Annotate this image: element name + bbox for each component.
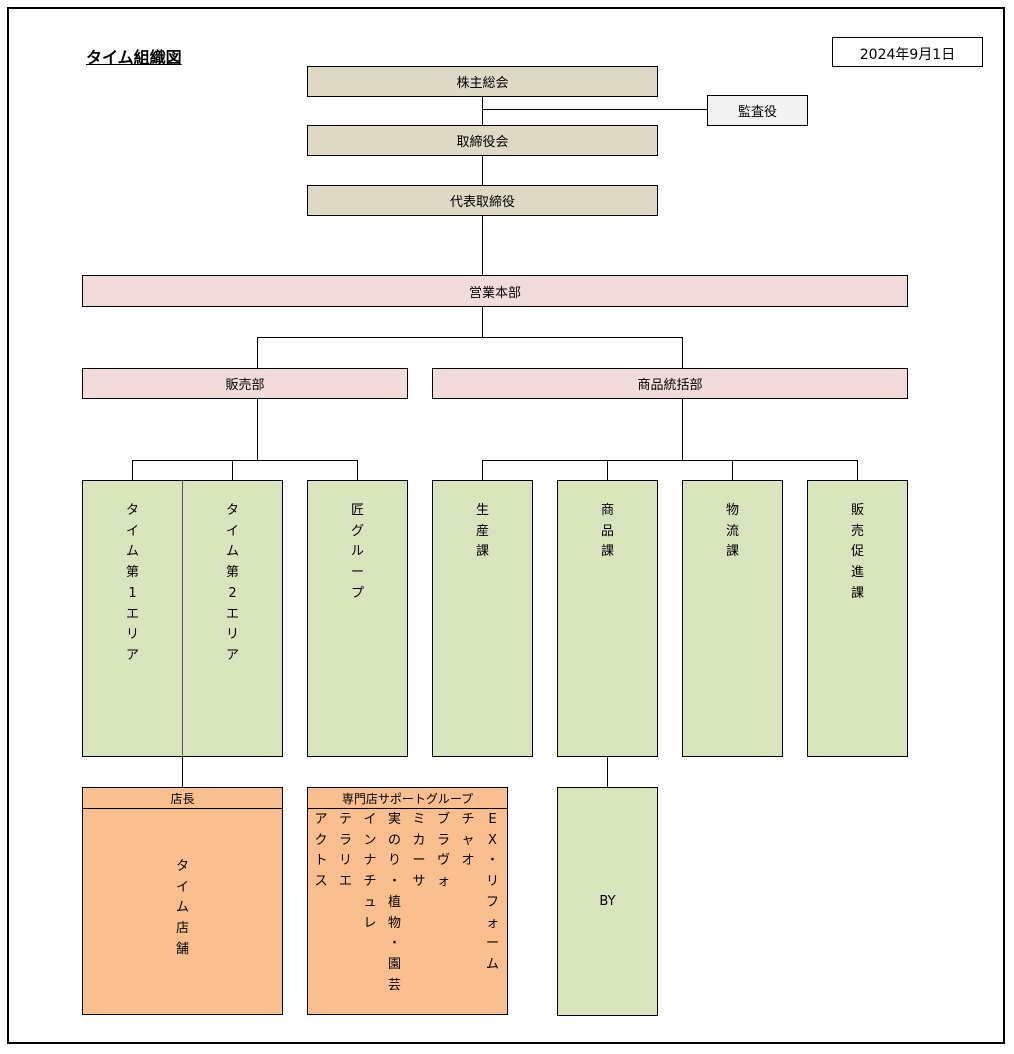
node-board: 取締役会 <box>307 125 658 156</box>
node-ceo: 代表取締役 <box>307 185 658 216</box>
support-member: テラリエ <box>338 812 352 890</box>
connector-line <box>482 460 483 480</box>
page-title: タイム組織図 <box>86 48 182 67</box>
node-merchandise-label: 商品課 <box>600 503 614 560</box>
node-by: BY <box>557 787 658 1016</box>
node-support-members <box>307 808 508 1015</box>
connector-line <box>732 460 733 480</box>
node-stores-label: タイム店舗 <box>175 859 189 957</box>
node-auditor: 監査役 <box>707 95 808 126</box>
support-member: 実のり・植物・園芸 <box>387 812 401 993</box>
node-promotion-label: 販売促進課 <box>850 503 864 601</box>
node-store-manager: 店長 <box>82 787 283 809</box>
node-merch-dept: 商品統括部 <box>432 368 908 399</box>
node-production-label: 生産課 <box>475 503 489 560</box>
connector-line <box>257 398 258 460</box>
connector-line <box>232 460 233 480</box>
connector-line <box>857 460 858 480</box>
support-member: アクトス <box>314 812 328 890</box>
connector-line <box>257 337 258 368</box>
connector-line <box>482 460 858 461</box>
connector-line <box>482 109 708 110</box>
date-box: 2024年9月1日 <box>832 37 983 67</box>
connector-line <box>482 306 483 337</box>
node-logistics: 物流課 <box>682 480 783 757</box>
node-logistics-label: 物流課 <box>725 503 739 560</box>
connector-line <box>682 337 683 368</box>
support-member: チャオ <box>461 812 475 869</box>
connector-line <box>607 756 608 787</box>
connector-line <box>482 156 483 186</box>
node-sales-hq: 営業本部 <box>82 275 908 307</box>
node-takumi-label: 匠グループ <box>350 503 364 601</box>
node-takumi: 匠グループ <box>307 480 408 757</box>
connector-line <box>132 460 358 461</box>
connector-line <box>132 460 133 480</box>
node-stores: タイム店舗 <box>82 808 283 1015</box>
node-shareholders: 株主総会 <box>307 66 658 97</box>
node-sales-dept: 販売部 <box>82 368 408 399</box>
connector-line <box>682 398 683 460</box>
connector-line <box>482 215 483 276</box>
support-member: ブラヴォ <box>436 812 450 890</box>
node-support-group: 専門店サポートグループ <box>307 787 508 809</box>
diagram-frame <box>7 7 1005 1044</box>
node-merchandise: 商品課 <box>557 480 658 757</box>
support-member: ミカーサ <box>412 812 426 890</box>
node-production: 生産課 <box>432 480 533 757</box>
connector-line <box>257 337 683 338</box>
connector-line <box>482 96 483 126</box>
connector-line <box>607 460 608 480</box>
connector-line <box>357 460 358 480</box>
connector-line <box>182 756 183 787</box>
support-member: インナチュレ <box>363 812 377 931</box>
area-divider <box>182 481 183 756</box>
node-promotion: 販売促進課 <box>807 480 908 757</box>
